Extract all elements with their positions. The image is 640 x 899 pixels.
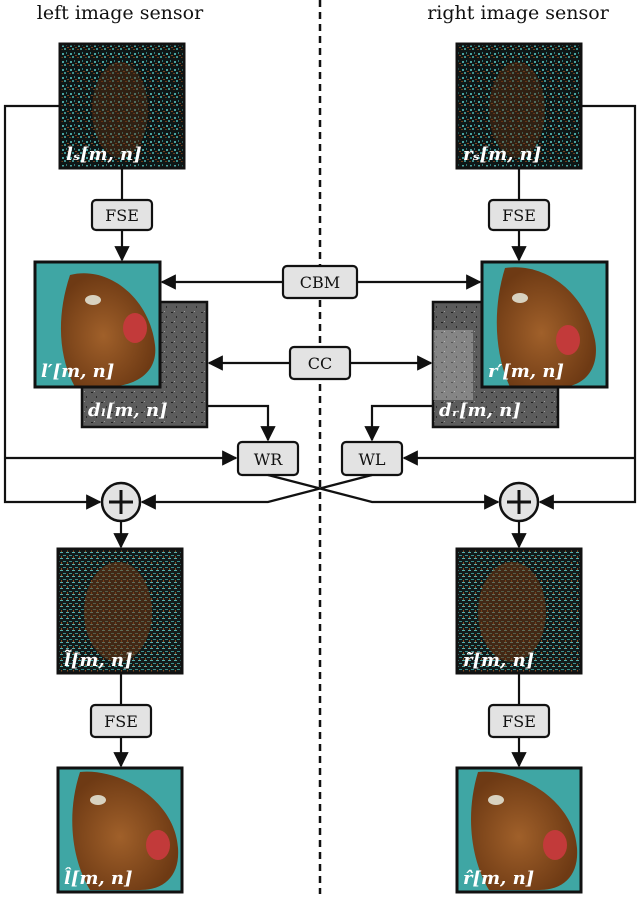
svg-text:FSE: FSE [502,712,536,731]
lhat-label: l̂[m, n] [64,867,133,889]
wr-box: WR [236,440,300,477]
svg-text:FSE: FSE [104,712,138,731]
cc-box: CC [288,345,352,381]
rtilde-label: r̃[m, n] [463,650,534,671]
fse-right-bottom: FSE [487,703,551,739]
left-sensor-image [58,42,186,170]
right-tilde-image [455,547,583,675]
right-sensor-title: right image sensor [427,2,610,24]
wl-box: WL [340,440,404,477]
dr-label: dᵣ[m, n] [439,400,521,421]
svg-text:WR: WR [254,450,283,469]
rprime-label: r′[m, n] [488,361,564,382]
fse-left-bottom: FSE [89,703,153,739]
fse-left-top: FSE [90,198,154,232]
cbm-box: CBM [281,264,359,300]
ltilde-label: l̃[m, n] [64,649,133,671]
left-hat-image [56,766,184,894]
svg-text:FSE: FSE [105,206,139,225]
left-prime-image [33,260,162,389]
left-sensor-title: left image sensor [37,2,204,24]
lprime-label: l′[m, n] [41,361,114,382]
fse-right-top: FSE [487,198,551,232]
right-hat-image [455,766,583,894]
ls-label: lₛ[m, n] [66,144,142,165]
rhat-label: r̂[m, n] [463,868,534,889]
svg-text:WL: WL [358,450,385,469]
svg-text:CC: CC [308,354,332,373]
left-adder [100,481,142,523]
svg-text:FSE: FSE [502,206,536,225]
dl-label: dₗ[m, n] [88,400,168,421]
right-prime-image [480,260,609,389]
left-tilde-image [56,547,184,675]
rs-label: rₛ[m, n] [463,144,541,165]
svg-text:CBM: CBM [300,273,340,292]
right-adder [498,481,540,523]
